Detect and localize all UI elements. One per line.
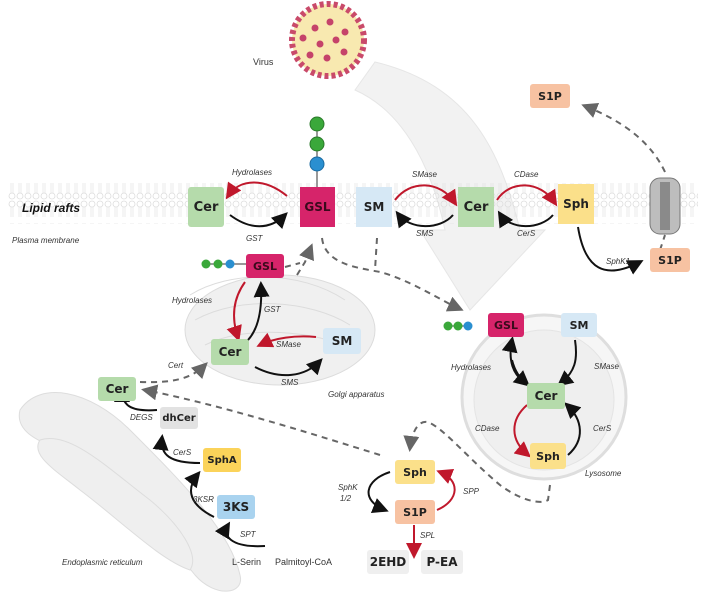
arrow-3ksr — [184, 470, 215, 518]
membrane-cer2-node[interactable]: Cer — [458, 187, 494, 227]
lysosome-label: Lysosome — [585, 469, 622, 478]
golgi-enzyme-gst: GST — [264, 305, 281, 314]
intracellular-s1p-node[interactable]: S1P — [650, 248, 690, 272]
enzyme-sms: SMS — [416, 229, 434, 238]
enzyme-spt: SPT — [240, 530, 256, 539]
enzyme-gst: GST — [246, 234, 263, 243]
3ks-node[interactable]: 3KS — [217, 495, 255, 519]
arrow-sphk1 — [577, 226, 644, 275]
enzyme-cdase: CDase — [514, 170, 539, 179]
lysosome-enzyme-cdase: CDase — [475, 424, 500, 433]
cytosol-s1p-node[interactable]: S1P — [395, 500, 435, 524]
arrow-sphk — [367, 471, 391, 513]
membrane-cer-node[interactable]: Cer — [188, 187, 224, 227]
dhcer-node[interactable]: dhCer — [160, 407, 198, 429]
glycan-blue-icon — [309, 156, 325, 172]
glycan-green-icon — [309, 116, 325, 132]
arrow-golgi-smase — [256, 332, 317, 348]
enzyme-spp: SPP — [463, 487, 480, 496]
enzyme-spl: SPL — [420, 531, 436, 540]
dashed-gsl-up — [296, 243, 314, 276]
arrow-hydrolases — [225, 181, 288, 200]
enzyme-sphk: SphK — [338, 483, 358, 492]
lysosome-sm-node[interactable]: SM — [561, 313, 597, 337]
arrow-smase — [394, 184, 458, 207]
cytosol-sph-node[interactable]: Sph — [395, 460, 435, 484]
membrane-gsl-node[interactable]: GSL — [300, 187, 335, 227]
arrow-lyso-cdase — [513, 404, 532, 458]
arrow-cdase — [496, 184, 558, 207]
enzyme-3ksr: 3KSR — [193, 495, 214, 504]
er-label: Endoplasmic reticulum — [62, 558, 143, 567]
dashed-sm-down — [374, 237, 378, 271]
glycan-blue-icon — [463, 321, 473, 331]
lysosome-sph-node[interactable]: Sph — [530, 443, 566, 469]
serine-substrate: L-Serin — [232, 557, 262, 567]
glycan-green-icon — [309, 136, 325, 152]
er-cer-node[interactable]: Cer — [98, 377, 136, 401]
lysosome-gsl-node[interactable]: GSL — [488, 313, 524, 337]
golgi-cer-node[interactable]: Cer — [211, 339, 249, 365]
golgi-gsl-node[interactable]: GSL — [246, 254, 284, 278]
s1p-export-arrow — [585, 106, 666, 251]
er-shape — [18, 392, 241, 592]
enzyme-sphk-isoforms: 1/2 — [340, 494, 352, 503]
spha-node[interactable]: SphA — [203, 448, 241, 472]
glycan-green-icon — [213, 259, 223, 269]
lysosome-enzyme-smase: SMase — [594, 362, 619, 371]
golgi-label: Golgi apparatus — [328, 390, 385, 399]
p-ea-node[interactable]: P-EA — [421, 550, 463, 574]
arrow-golgi-gst — [244, 281, 270, 344]
arrow-golgi-hydrolases — [226, 281, 246, 342]
glycan-green-icon — [453, 321, 463, 331]
palmitoyl-coa-substrate: Palmitoyl-CoA — [275, 557, 333, 567]
enzyme-cers: CerS — [517, 229, 536, 238]
enzyme-cert: Cert — [168, 361, 184, 370]
arrow-gst — [229, 212, 288, 230]
virus-label: Virus — [253, 57, 274, 67]
arrow-spp — [436, 469, 456, 511]
arrow-golgi-sms — [254, 358, 323, 377]
enzyme-degs: DEGS — [130, 413, 153, 422]
golgi-enzyme-hydrolases: Hydrolases — [172, 296, 213, 305]
arrow-lyso-cers — [564, 402, 582, 456]
membrane-sph-node[interactable]: Sph — [558, 184, 594, 224]
dashed-golgi-gsl — [284, 262, 301, 268]
lipid-rafts-label: Lipid rafts — [22, 201, 81, 215]
lysosome-cer-node[interactable]: Cer — [527, 383, 565, 409]
arrow-lyso-hydrolases-down — [511, 359, 531, 387]
plasma-membrane — [8, 182, 698, 224]
lysosome-enzyme-hydrolases: Hydrolases — [451, 363, 492, 372]
membrane-sm-node[interactable]: SM — [356, 187, 392, 227]
lysosome-enzyme-cers: CerS — [593, 424, 612, 433]
golgi-enzyme-sms: SMS — [281, 378, 299, 387]
extracellular-s1p-node[interactable]: S1P — [530, 84, 570, 108]
golgi-sm-node[interactable]: SM — [323, 328, 361, 354]
enzyme-smase: SMase — [412, 170, 437, 179]
s1p-transporter-icon — [649, 177, 681, 235]
2ehd-node[interactable]: 2EHD — [367, 550, 409, 574]
plasma-membrane-label: Plasma membrane — [12, 236, 80, 245]
glycan-green-icon — [201, 259, 211, 269]
glycan-blue-icon — [225, 259, 235, 269]
arrow-cers — [497, 210, 554, 229]
arrow-lyso-smase — [556, 339, 578, 387]
virus-icon — [289, 1, 367, 79]
glycan-green-icon — [443, 321, 453, 331]
enzyme-hydrolases: Hydrolases — [232, 168, 273, 177]
dashed-to-lysosome — [321, 237, 464, 312]
dashed-sph-to-er — [141, 384, 381, 456]
arrow-sms — [395, 210, 454, 229]
golgi-enzyme-smase: SMase — [276, 340, 301, 349]
er-enzyme-cers: CerS — [173, 448, 192, 457]
arrow-cers-er — [152, 434, 201, 464]
enzyme-sphk1: SphK1 — [606, 257, 631, 266]
dashed-cert — [139, 362, 208, 384]
arrow-spt — [214, 521, 266, 548]
